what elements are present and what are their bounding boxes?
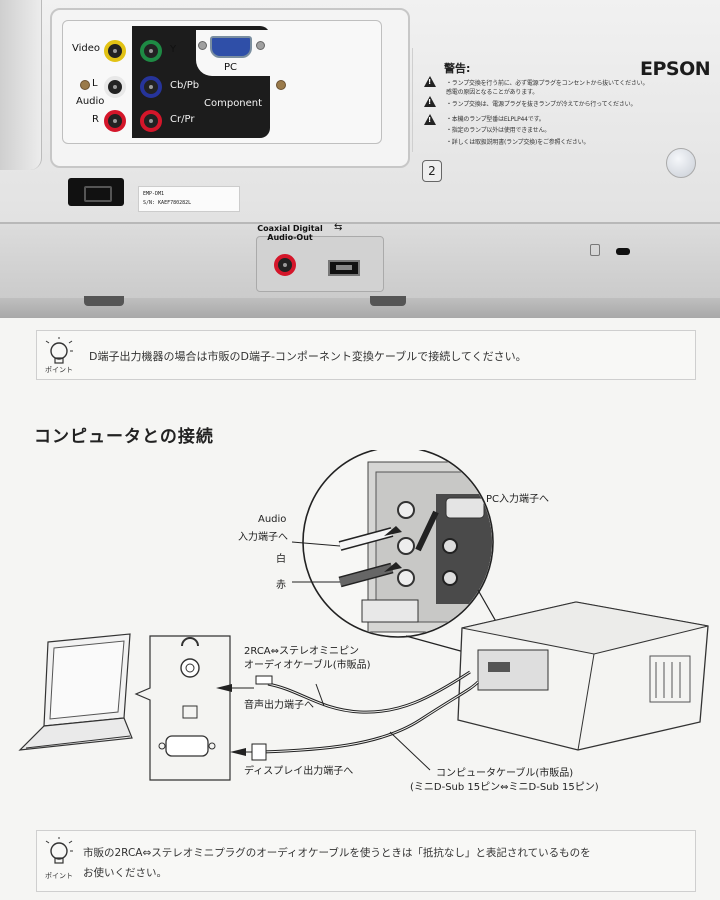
display-out-label: ディスプレイ出力端子へ: [244, 766, 354, 777]
vga-nut: [198, 41, 207, 50]
warning-line: ・詳しくは取扱説明書(ランプ交換)をご参照ください。: [446, 139, 590, 146]
laptop-ports-callout: [134, 635, 231, 781]
connection-diagram: PC入力端子へ Audio 入力端子へ 白 赤 2RCA⇔ステレオミニピン オー…: [0, 446, 720, 810]
y-label: Y: [170, 44, 177, 55]
cb-pb-jack: [140, 76, 162, 98]
warning-triangle-icon: [424, 76, 436, 87]
epson-logo: EPSON: [640, 58, 711, 80]
y-jack: [140, 40, 162, 62]
red-label: 赤: [276, 580, 286, 591]
lightbulb-icon: [45, 837, 73, 864]
component-label: Component: [204, 98, 263, 109]
power-inlet: [68, 178, 124, 206]
security-slot: [616, 248, 630, 255]
serial-text: S/N: KAEF780282L: [143, 200, 192, 206]
audio-input-label-2: 入力端子へ: [238, 532, 288, 543]
warning-line: ・指定のランプ以外は使用できません。: [446, 127, 551, 134]
projector-side-cap: [0, 0, 42, 170]
projector-drawing: [457, 601, 709, 751]
l-label: L: [92, 78, 98, 89]
audio-label: Audio: [76, 96, 105, 107]
warning-triangle-icon: [424, 114, 436, 125]
section-title: コンピュータとの接続: [34, 427, 214, 447]
diagram-drawing: [18, 446, 709, 781]
warning-line: ・ランプ交換は、電源プラグを抜きランプが冷えてから行ってください。: [446, 101, 637, 108]
vga-port: [210, 36, 252, 58]
video-label: Video: [72, 43, 101, 54]
cr-pr-label: Cr/Pr: [170, 114, 195, 125]
projector-photo: Video L Audio R Y Cb/Pb Cr/Pr Component …: [0, 0, 720, 318]
pc-cable-label-1: コンピュータケーブル(市販品): [436, 768, 574, 779]
coax-jack: [274, 254, 296, 276]
round-button[interactable]: [666, 148, 696, 178]
point-box-top: ポイント D端子出力機器の場合は市販のD端子-コンポーネント変換ケーブルで接続し…: [36, 330, 696, 380]
cb-pb-label: Cb/Pb: [170, 80, 200, 91]
projector-foot: [84, 296, 124, 306]
laptop-drawing: [18, 633, 133, 751]
audio-out-label: 音声出力端子へ: [244, 700, 314, 711]
screw: [80, 80, 90, 90]
point-text-top: D端子出力機器の場合は市販のD端子-コンポーネント変換ケーブルで接続してください…: [89, 350, 527, 363]
warning-line: ・ランプ交換を行う前に、必ず電源プラグをコンセントから抜いてください。: [446, 80, 649, 87]
point-label: ポイント: [45, 872, 73, 880]
point-text-bottom-line1: 市販の2RCA⇔ステレオミニプラグのオーディオケーブルを使うときは「抵抗なし」と…: [83, 847, 591, 859]
projector-foot: [370, 296, 406, 306]
warning-line: ・本機のランプ型番はELPLP44です。: [446, 116, 545, 123]
warning-line: 感電の原因となることがあります。: [446, 89, 539, 96]
warning-triangle-icon: [424, 96, 436, 107]
audio-cable-label-1: 2RCA⇔ステレオミニピン: [244, 646, 360, 657]
manual-page: ポイント D端子出力機器の場合は市販のD端子-コンポーネント変換ケーブルで接続し…: [0, 318, 720, 900]
pc-label: PC: [224, 62, 238, 73]
audio-cable-label-2: オーディオケーブル(市販品): [244, 660, 371, 671]
zoom-content: [338, 461, 492, 633]
lightbulb-icon: [45, 337, 73, 364]
usb-port: [328, 260, 360, 276]
point-text-bottom-line2: お使いください。: [83, 867, 167, 879]
coax-label: Coaxial Digital Audio-Out: [257, 224, 323, 242]
pc-input-label: PC入力端子へ: [486, 494, 550, 505]
screw: [276, 80, 286, 90]
lock-icon: [590, 244, 600, 256]
serial-sticker: EMP-DM1 S/N: KAEF780282L: [138, 186, 240, 212]
r-label: R: [92, 114, 99, 125]
usb-icon: ⇆: [334, 222, 343, 233]
point-box-bottom: ポイント 市販の2RCA⇔ステレオミニプラグのオーディオケーブルを使うときは「抵…: [36, 830, 696, 892]
audio-l-jack: [104, 76, 126, 98]
cr-pr-jack: [140, 110, 162, 132]
pc-cable-label-2: (ミニD-Sub 15ピン⇔ミニD-Sub 15ピン): [410, 782, 599, 793]
white-label: 白: [276, 554, 286, 565]
model-text: EMP-DM1: [143, 191, 165, 197]
audio-r-jack: [104, 110, 126, 132]
number-badge: 2: [422, 160, 442, 182]
audio-input-label-1: Audio: [258, 514, 287, 525]
photo-floor: [0, 298, 720, 318]
point-label: ポイント: [45, 366, 73, 374]
vga-nut: [256, 41, 265, 50]
warning-title: 警告:: [444, 62, 471, 75]
warning-panel: [412, 48, 714, 152]
video-jack: [104, 40, 126, 62]
